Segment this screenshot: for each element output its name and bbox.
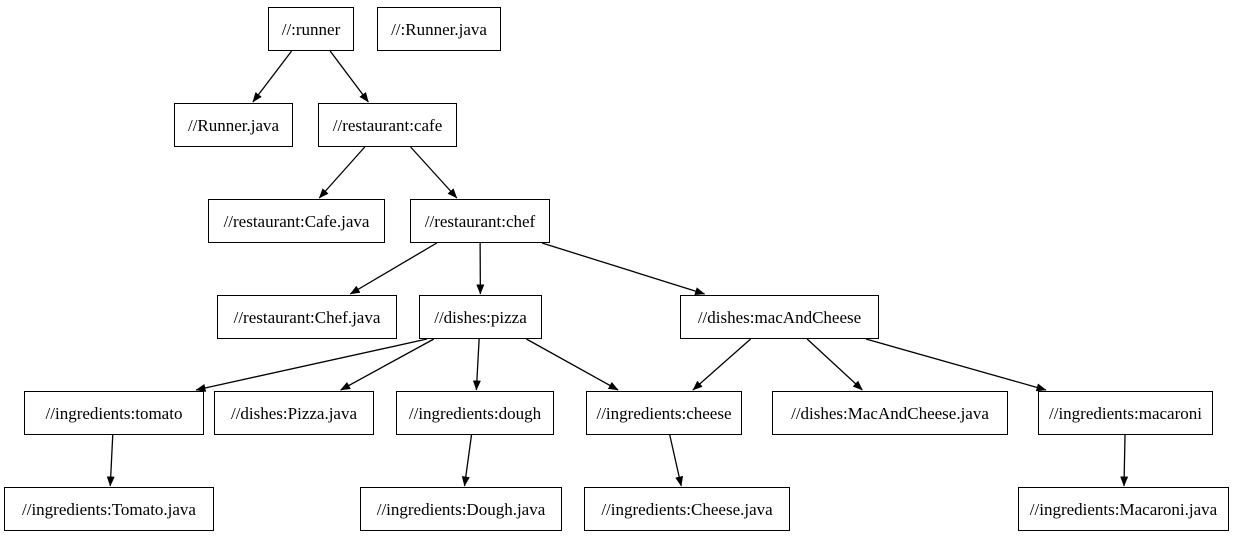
edge-dough-to-dough_java [461, 434, 473, 487]
edge-chef-to-chef_java [349, 242, 438, 295]
graph-node-runner_java: //Runner.java [174, 103, 293, 147]
edge-pizza-to-cheese [526, 338, 619, 391]
graph-node-macaroni_java: //ingredients:Macaroni.java [1018, 487, 1229, 531]
graph-node-mac_and_cheese: //dishes:macAndCheese [680, 295, 879, 339]
graph-node-label: //dishes:pizza [434, 307, 527, 327]
edge-mac_and_cheese-to-macaroni [865, 338, 1047, 392]
edge-macaroni-to-macaroni_java [1120, 434, 1129, 487]
graph-node-chef_java: //restaurant:Chef.java [217, 295, 397, 339]
graph-node-label: //:runner [281, 19, 341, 39]
graph-node-cheese: //ingredients:cheese [586, 391, 742, 435]
graph-node-macaroni: //ingredients:macaroni [1038, 391, 1213, 435]
graph-node-label: //ingredients:Tomato.java [22, 499, 196, 519]
graph-node-label: //ingredients:Cheese.java [601, 499, 773, 519]
edge-pizza-to-pizza_java [340, 338, 435, 391]
edge-cheese-to-cheese_java [669, 434, 684, 487]
graph-node-label: //ingredients:tomato [45, 403, 183, 423]
graph-node-label: //ingredients:Macaroni.java [1029, 499, 1218, 519]
graph-node-cafe_java: //restaurant:Cafe.java [208, 199, 385, 243]
graph-node-label: //ingredients:cheese [596, 403, 732, 423]
graph-node-tomato_java: //ingredients:Tomato.java [4, 487, 214, 531]
graph-node-chef: //restaurant:chef [410, 199, 550, 243]
graph-node-tomato: //ingredients:tomato [24, 391, 204, 435]
graph-node-label: //dishes:Pizza.java [230, 403, 358, 423]
edge-tomato-to-tomato_java [106, 434, 115, 487]
graph-node-label: //:Runner.java [391, 19, 487, 39]
graph-node-label: //restaurant:cafe [332, 115, 443, 135]
graph-node-pizza: //dishes:pizza [419, 295, 542, 339]
graph-node-label: //ingredients:dough [408, 403, 542, 423]
edge-runner-to-runner_java [252, 50, 293, 103]
graph-node-label: //restaurant:chef [424, 211, 536, 231]
edge-pizza-to-dough [472, 338, 481, 391]
graph-node-label: //dishes:macAndCheese [697, 307, 862, 327]
edge-pizza-to-tomato [195, 338, 428, 392]
edge-cafe-to-cafe_java [318, 146, 366, 199]
graph-node-dough_java: //ingredients:Dough.java [360, 487, 562, 531]
graph-node-label: //Runner.java [187, 115, 280, 135]
graph-node-label: //ingredients:Dough.java [376, 499, 546, 519]
edge-mac_and_cheese-to-mac_java [806, 338, 863, 391]
graph-node-runner_src: //:Runner.java [377, 7, 501, 51]
graph-node-cafe: //restaurant:cafe [318, 103, 457, 147]
graph-node-label: //ingredients:macaroni [1049, 403, 1202, 423]
graph-node-pizza_java: //dishes:Pizza.java [214, 391, 374, 435]
edge-chef-to-mac_and_cheese [541, 242, 706, 295]
edge-cafe-to-chef [410, 146, 458, 199]
graph-node-label: //dishes:MacAndCheese.java [791, 403, 989, 423]
graph-node-cheese_java: //ingredients:Cheese.java [584, 487, 790, 531]
graph-node-runner: //:runner [268, 7, 354, 51]
graph-node-dough: //ingredients:dough [396, 391, 554, 435]
graph-node-mac_java: //dishes:MacAndCheese.java [772, 391, 1008, 435]
graph-node-label: //restaurant:Cafe.java [223, 211, 370, 231]
graph-node-label: //restaurant:Chef.java [233, 307, 381, 327]
edge-mac_and_cheese-to-cheese [692, 338, 752, 391]
edge-runner-to-cafe [329, 50, 369, 103]
